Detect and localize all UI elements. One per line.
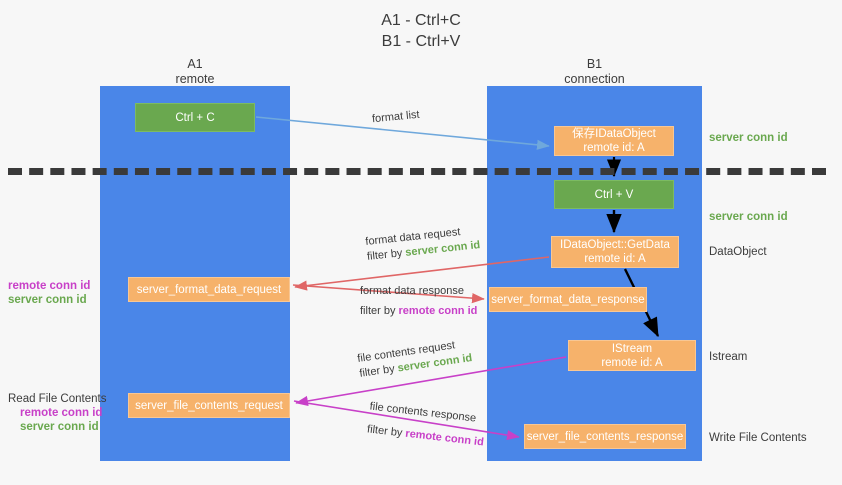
node-idataobject-line2: remote id: A	[583, 142, 645, 154]
lane-b1-subtitle: connection	[564, 72, 625, 86]
title-line-1: A1 - Ctrl+C	[381, 12, 461, 29]
flow-label-format-data-response: format data response filter by remote co…	[360, 284, 477, 319]
annotation-right-server-conn-id-2: server conn id	[709, 211, 788, 223]
node-server-file-contents-response[interactable]: server_file_contents_response	[524, 424, 686, 449]
filter-key-remote-conn-id: remote conn id	[404, 427, 485, 449]
phase-divider	[8, 168, 826, 175]
node-istream[interactable]: IStream remote id: A	[568, 340, 696, 371]
annotation-right-server-conn-id-1: server conn id	[709, 132, 788, 144]
node-server-format-data-response[interactable]: server_format_data_response	[489, 287, 647, 312]
node-server-format-data-request-label: server_format_data_request	[136, 283, 282, 296]
filter-prefix: filter by	[358, 362, 399, 380]
flow-format-list-title: format list	[371, 108, 421, 126]
node-ctrl-c[interactable]: Ctrl + C	[135, 103, 255, 132]
node-idataobject-getdata[interactable]: IDataObject::GetData remote id: A	[551, 236, 679, 268]
annotation-left-read-file-contents: Read File Contents remote conn id server…	[8, 392, 106, 434]
flow-label-file-contents-request: file contents request filter by server c…	[356, 336, 473, 382]
flow-label-file-contents-response: file contents response filter by remote …	[366, 399, 487, 450]
node-idataobject[interactable]: 保存IDataObject remote id: A	[554, 126, 674, 156]
filter-prefix: filter by	[366, 423, 407, 440]
lane-a1-name: A1	[187, 57, 203, 71]
filter-prefix: filter by	[366, 246, 406, 263]
flow-label-format-list: format list	[371, 108, 420, 128]
node-istream-line1: IStream	[611, 342, 653, 355]
node-server-file-contents-request-label: server_file_contents_request	[135, 399, 283, 412]
flow-format-data-response-title: format data response	[360, 285, 464, 297]
flow-file-contents-response-filter: filter by remote conn id	[366, 422, 484, 450]
node-server-file-contents-request[interactable]: server_file_contents_request	[128, 393, 290, 418]
filter-key-remote-conn-id: remote conn id	[398, 305, 478, 317]
annotation-right-istream: Istream	[709, 351, 748, 363]
annotation-left-remote-conn-id-1: remote conn id	[8, 280, 91, 292]
node-getdata-line2: remote id: A	[584, 253, 646, 265]
node-idataobject-line1: 保存IDataObject	[572, 128, 656, 140]
annotation-left-server-conn-id-1: server conn id	[8, 294, 87, 306]
node-istream-line2: remote id: A	[601, 356, 663, 369]
node-server-format-data-response-label: server_format_data_response	[491, 293, 645, 306]
annotation-right-write-file-contents: Write File Contents	[709, 432, 807, 444]
annotation-right-dataobject: DataObject	[709, 246, 767, 258]
lane-b1-name: B1	[586, 57, 603, 71]
node-ctrl-v[interactable]: Ctrl + V	[554, 180, 674, 209]
title-line-2: B1 - Ctrl+V	[381, 33, 461, 50]
annotation-left-conn-ids-1: remote conn id server conn id	[8, 279, 90, 307]
node-ctrl-c-label: Ctrl + C	[175, 111, 215, 124]
node-server-format-data-request[interactable]: server_format_data_request	[128, 277, 290, 302]
lane-header-a1: A1 remote	[100, 57, 290, 87]
flow-label-format-data-request: format data request filter by server con…	[365, 223, 481, 265]
filter-prefix: filter by	[360, 305, 399, 317]
node-ctrl-v-label: Ctrl + V	[594, 188, 634, 201]
node-server-file-contents-response-label: server_file_contents_response	[526, 430, 684, 443]
flow-file-contents-response-title: file contents response	[369, 400, 477, 425]
node-getdata-line1: IDataObject::GetData	[560, 239, 670, 251]
flow-format-data-response-filter: filter by remote conn id	[360, 304, 477, 319]
lane-a1-subtitle: remote	[175, 72, 215, 86]
page-title: A1 - Ctrl+C B1 - Ctrl+V	[0, 10, 842, 52]
lane-header-b1: B1 connection	[487, 57, 702, 87]
annotation-left-read-file-contents-heading: Read File Contents	[8, 393, 107, 405]
annotation-left-remote-conn-id-2: remote conn id	[20, 407, 103, 419]
annotation-left-server-conn-id-2: server conn id	[20, 421, 99, 433]
